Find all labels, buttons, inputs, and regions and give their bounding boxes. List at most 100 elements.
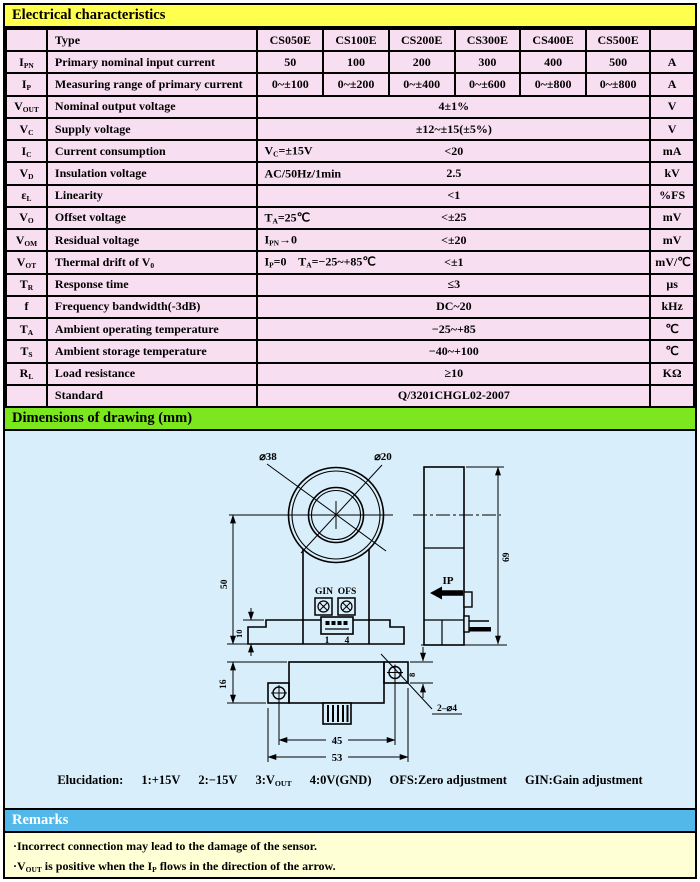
value-text: <20 [444, 143, 464, 158]
unit-cell: μs [649, 272, 695, 297]
bottom-view: 2–⌀4 16 45 [219, 653, 462, 764]
symbol-cell: RL [5, 361, 48, 386]
unit-cell: ℃ [649, 317, 695, 342]
value-cell: 0~±800 [519, 72, 587, 97]
value-text: <1 [447, 188, 461, 203]
parameter-cell: Frequency bandwidth(-3dB) [45, 294, 259, 320]
right-mounting-ear [383, 661, 409, 684]
merged-value-cell: Q/3201CHGL02-2007 [256, 383, 652, 408]
merged-value-cell: ≥10 [256, 361, 652, 386]
parameter-cell: Current consumption [45, 139, 259, 164]
elucidation-item: OFS:Zero adjustment [389, 773, 507, 787]
remark-line: ·VOUT is positive when the IP flows in t… [13, 859, 336, 874]
merged-value-cell: −25~+85 [256, 317, 652, 342]
leader-outer-diameter [266, 463, 387, 552]
value-text: ±12~±15(±5%) [415, 121, 492, 136]
value-cell: 0~±800 [584, 72, 652, 97]
parameter-cell: Ambient storage temperature [45, 339, 259, 364]
side-view: IP 69 8 [407, 466, 512, 698]
parameter-cell: Ambient operating temperature [45, 317, 259, 342]
front-connector [320, 616, 354, 635]
condition-label: VC=±15V [264, 143, 313, 159]
value-cell: 500 [584, 50, 652, 75]
pin1-label: 1 [325, 636, 330, 646]
value-text: <±25 [441, 210, 467, 225]
value-cell: 0~±200 [322, 72, 390, 97]
elucidation-item: 2:−15V [198, 773, 238, 787]
unit-cell [649, 383, 695, 408]
gain-pot-label: GIN [315, 587, 333, 597]
unit-cell: kHz [649, 294, 695, 320]
value-cell: 0~±600 [453, 72, 522, 97]
current-direction-arrow [430, 586, 463, 600]
dim-hole-span-label: 45 [332, 736, 343, 747]
section-title: Remarks [12, 812, 69, 828]
dim-depth-label: 16 [219, 679, 229, 689]
value-cell: 100 [322, 50, 390, 75]
parameter-cell: Load resistance [45, 361, 259, 386]
merged-value-cell: ≤3 [256, 272, 652, 297]
value-cell: 0~±400 [387, 72, 456, 97]
parameter-cell: Residual voltage [45, 228, 259, 253]
unit-cell: A [649, 50, 695, 75]
merged-value-cell: DC~20 [256, 294, 652, 320]
symbol-cell: TR [5, 272, 48, 297]
value-text: −25~+85 [431, 321, 476, 336]
value-cell: 200 [387, 50, 456, 75]
parameter-cell: Nominal output voltage [45, 94, 259, 119]
dim-side-height-label: 69 [502, 552, 512, 562]
parameter-cell: Offset voltage [45, 205, 259, 231]
unit-cell: mA [649, 139, 695, 164]
unit-cell: V [649, 116, 695, 142]
section-title: Electrical characteristics [12, 7, 166, 23]
elucidation-label: Elucidation: [57, 773, 124, 787]
symbol-cell: VO [5, 205, 48, 231]
dim-ear-label: 8 [407, 673, 417, 677]
primary-current-label: IP [443, 575, 454, 587]
unit-cell: %FS [649, 183, 695, 208]
parameter-cell: Thermal drift of V0 [45, 250, 259, 275]
section-header-dimensions: Dimensions of drawing (mm) [5, 408, 695, 431]
elucidation-item: 1:+15V [141, 773, 181, 787]
value-text: −40~+100 [428, 343, 479, 358]
remark-line: ·Incorrect connection may lead to the da… [13, 839, 317, 853]
merged-value-cell: −40~+100 [256, 339, 652, 364]
symbol-cell: VOT [5, 250, 48, 275]
technical-drawing: GIN OFS 1 4 [219, 451, 512, 764]
side-tab [463, 591, 473, 608]
value-cell: 400 [519, 50, 587, 75]
merged-value-cell: 4±1% [256, 94, 652, 119]
type-header-cell: Type [45, 28, 259, 53]
condition-label: IP=0 TA=−25~+85℃ [264, 254, 376, 270]
parameter-cell: Insulation voltage [45, 161, 259, 186]
symbol-cell: VD [5, 161, 48, 186]
dim-outer-diameter-label: ⌀38 [259, 451, 277, 463]
value-text: <±20 [441, 232, 467, 247]
parameter-cell: Response time [45, 272, 259, 297]
value-text: Q/3201CHGL02-2007 [397, 388, 510, 403]
dim-height-label: 50 [220, 579, 230, 589]
value-cell: 0~±100 [256, 72, 325, 97]
unit-cell: A [649, 72, 695, 97]
unit-header-cell [649, 28, 695, 53]
section-title: Dimensions of drawing (mm) [12, 410, 193, 426]
symbol-cell: VOM [5, 228, 48, 253]
dim-base-label: 10 [234, 630, 244, 639]
remarks-body: ·Incorrect connection may lead to the da… [5, 833, 695, 877]
value-text: ≥10 [444, 366, 464, 381]
